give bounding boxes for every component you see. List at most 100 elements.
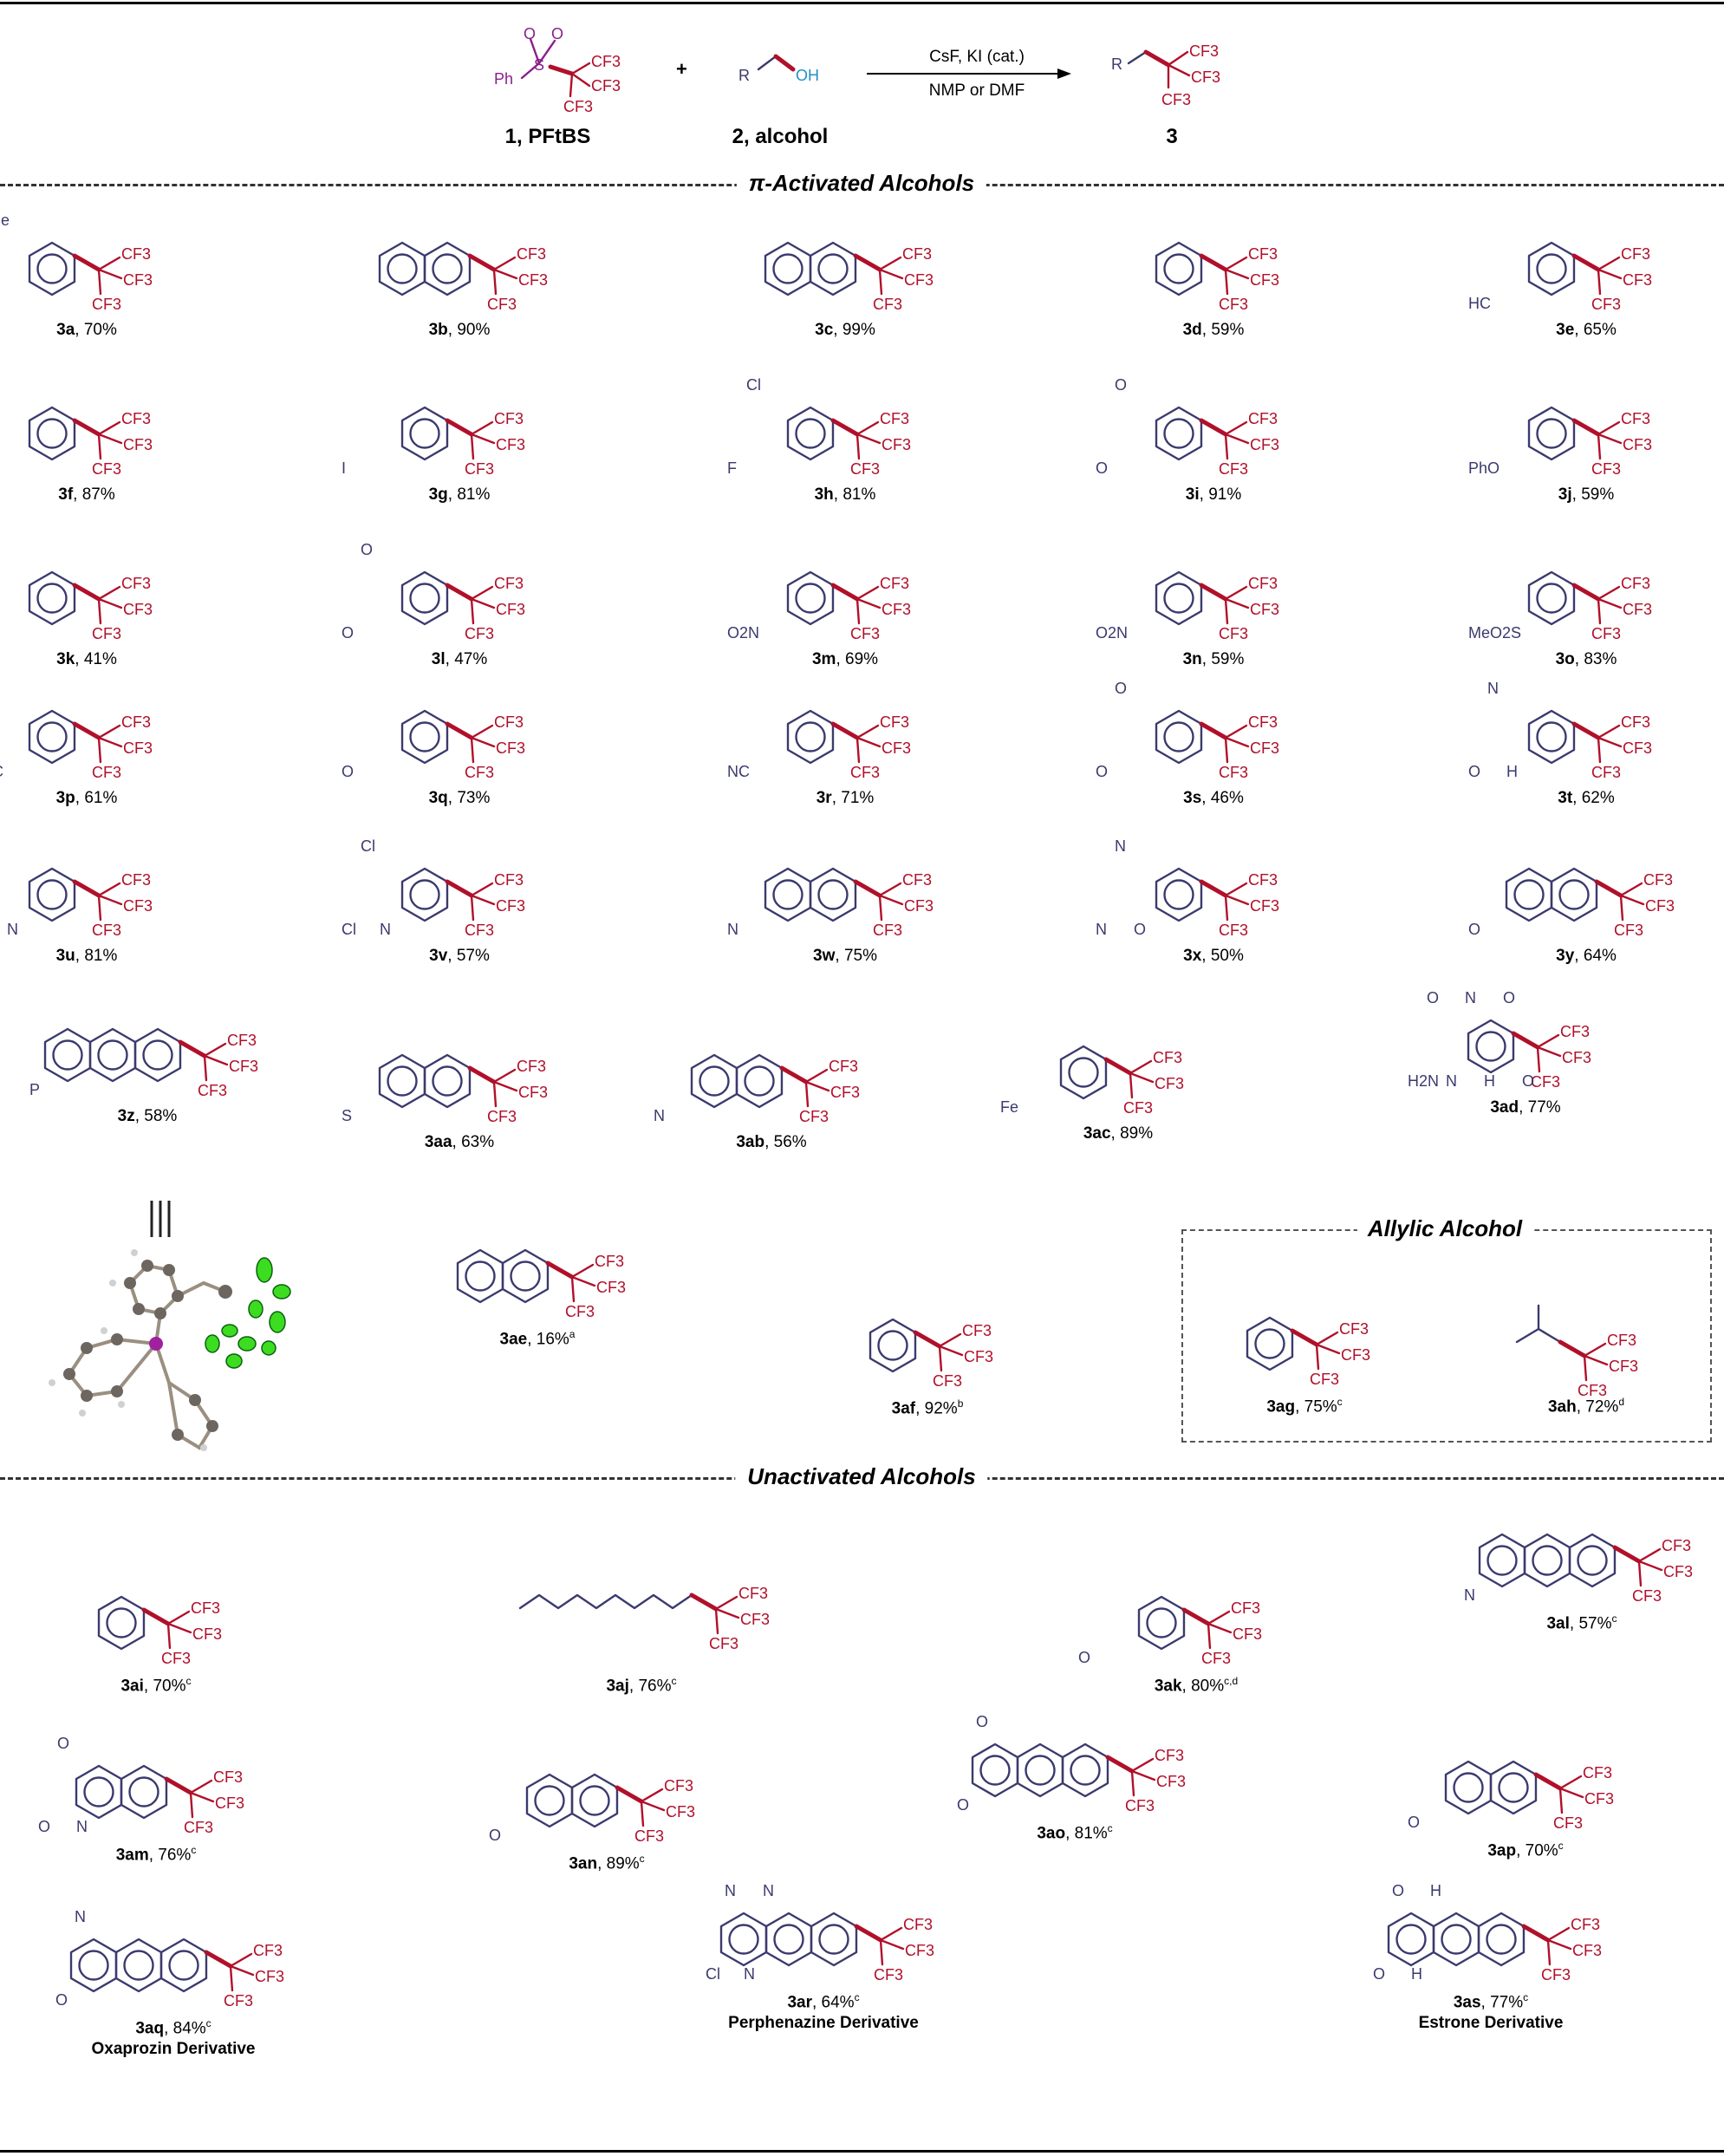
yield: 59% [1211,650,1245,668]
atom-label: P [29,1081,40,1098]
compound-label: 3p, 61% [55,789,118,807]
atom-label: CF3 [1341,1346,1370,1364]
atom-label: CF3 [123,436,153,453]
compound-label: 3ak, 80%c,d [1154,1675,1239,1696]
conditions-bottom: NMP or DMF [928,81,1025,100]
atom-label: CF3 [880,575,909,592]
compound-label: 3x, 50% [1183,947,1244,965]
svg-text:R: R [738,67,750,84]
atom-label: CF3 [1219,460,1248,478]
yield: 84% [172,2019,206,2038]
atom-label: CF3 [229,1058,258,1075]
yield: 99% [842,321,875,339]
atom-label: N [1465,989,1476,1006]
atom-label: CF3 [882,739,911,757]
s-atom: S [534,56,544,74]
footnote-marker: c [1107,1822,1113,1834]
compound-3u: CF3CF3CF3NNN3u, 81% [0,832,260,966]
atom-label: CF3 [1123,1099,1153,1117]
atom-label: CF3 [1250,739,1279,757]
atom-label: CF3 [565,1303,595,1320]
atom-label: CF3 [1584,1790,1614,1808]
atom-label: O [342,763,354,780]
compound-3f: CF3CF3CF3Br3f, 87% [0,371,260,505]
atom-label: CF3 [1591,764,1621,781]
atom-label: CF3 [850,460,880,478]
pi-activated-heading: π-Activated Alcohols [736,170,987,197]
atom-label: CF3 [184,1819,213,1836]
reagent-1-structure: Ph S O O CF3 CF3 CF3 [494,25,621,115]
atom-label: H2N [1408,1072,1439,1090]
compound-3k: CF3CF3CF3BnO3k, 41% [0,536,260,669]
atom-label: CF3 [1219,296,1248,313]
atom-label: Cl [361,837,375,855]
atom-label: O [1427,989,1439,1006]
atom-label: CF3 [518,271,548,289]
atom-label: CF3 [964,1348,993,1365]
atom-label: O [361,541,373,558]
atom-label: O [1078,1649,1090,1666]
atom-label: O [976,1713,988,1730]
atom-label: CF3 [1339,1320,1369,1338]
atom-label: CF3 [830,1084,860,1101]
atom-label: Me [0,212,10,229]
yield: 76% [158,1846,192,1865]
atom-label: CF3 [1591,625,1621,642]
compound-label: 3as, 77%c [1453,1991,1529,2012]
atom-label: S [342,1107,352,1124]
atom-label: CF3 [874,1966,903,1983]
atom-label: CF3 [1250,897,1279,915]
atom-label: O [38,1818,50,1835]
atom-label: N [763,1882,774,1899]
atom-label: CF3 [496,739,525,757]
atom-label: CF3 [92,296,121,313]
atom-label: CF3 [121,245,151,263]
derivative-note: Estrone Derivative [1418,2014,1564,2033]
svg-text:CF3: CF3 [1191,68,1220,86]
atom-label: CF3 [1531,1073,1560,1091]
footnote-marker: c [185,1675,192,1687]
compound-label: 3ai, 70%c [120,1675,192,1696]
svg-text:CF3: CF3 [591,77,621,94]
atom-label: Cl [746,376,761,394]
atom-label: CF3 [1623,739,1652,757]
compound-label: 3ah, 72%d [1547,1396,1625,1417]
atom-label: CF3 [253,1942,283,1959]
atom-label: CF3 [1591,460,1621,478]
atom-label: H [1411,1965,1422,1983]
atom-label: CF3 [121,713,151,731]
compound-label: 3an, 89%c [569,1853,645,1873]
atom-label: CF3 [1541,1966,1571,1983]
conditions-top: CsF, KI (cat.) [929,48,1025,66]
atom-label: N [75,1908,86,1925]
atom-label: CF3 [1591,296,1621,313]
atom-label: CF3 [255,1968,284,1985]
atom-label: CF3 [799,1108,829,1125]
atom-label: O [1134,921,1146,938]
compound-label: 3i, 91% [1185,485,1242,504]
atom-label: OHC [0,763,3,780]
atom-label: CF3 [1153,1049,1182,1066]
atom-label: CF3 [1562,1049,1591,1066]
yield: 70% [153,1677,186,1696]
yield: 81% [842,485,876,504]
